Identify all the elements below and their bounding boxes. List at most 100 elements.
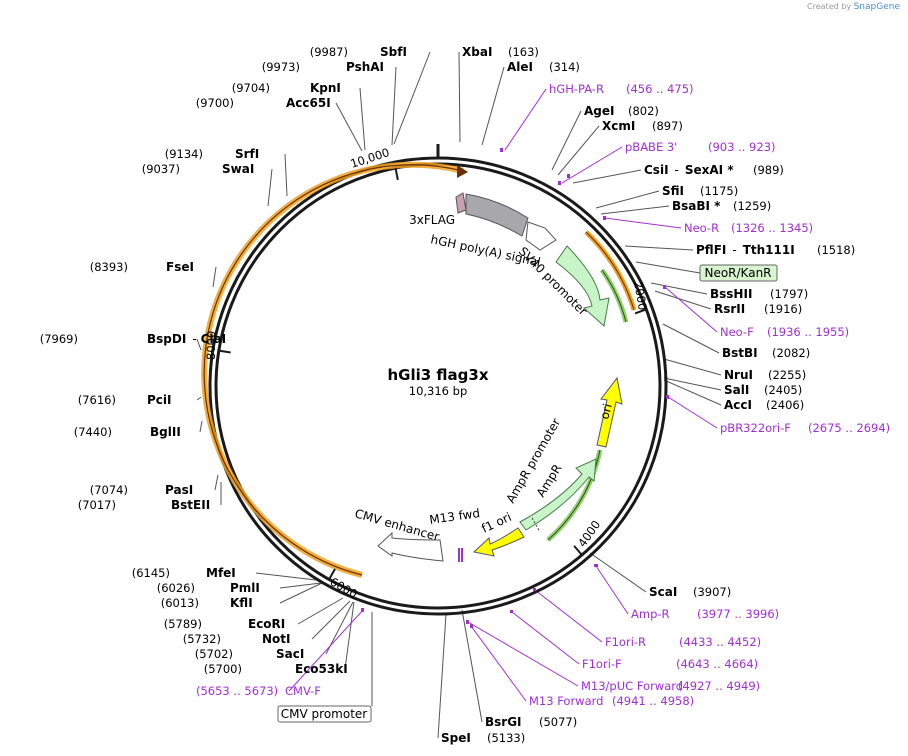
primer-label[interactable]: Neo-R (684, 221, 719, 235)
enzyme-site[interactable]: BsaBI * (672, 199, 721, 213)
enzyme-position: (1916) (764, 302, 802, 316)
enzyme-position: (1259) (733, 199, 771, 213)
flag-label: 3xFLAG (409, 213, 455, 227)
neor-green-core (601, 269, 627, 323)
enzyme-site[interactable]: FseI (166, 260, 194, 274)
enzyme-site[interactable]: NruI (724, 368, 753, 382)
plasmid-length: 10,316 bp (409, 384, 468, 398)
enzyme-site[interactable]: SfiI (662, 184, 684, 198)
gli3-orf-arrowhead (457, 165, 468, 178)
ruler-tick-label: 2000 (631, 280, 650, 311)
enzyme-site[interactable]: PmlI (230, 581, 260, 595)
enzyme-site[interactable]: MfeI (206, 566, 236, 580)
enzyme-site[interactable]: PshAI (346, 60, 384, 74)
ruler-tick-label: 8000 (204, 331, 218, 360)
enzyme-site[interactable]: CsiI-SexAI * (644, 163, 734, 177)
primer-range: (4433 .. 4452) (679, 635, 761, 649)
primer-range: (4941 .. 4958) (612, 694, 694, 708)
enzyme-site[interactable]: PasI (165, 483, 193, 497)
enzyme-site[interactable]: BstBI (722, 346, 758, 360)
plasmid-name: hGli3 flag3x (387, 366, 488, 384)
enzyme-site[interactable]: SacI (276, 647, 304, 661)
enzyme-site[interactable]: SbfI (380, 45, 407, 59)
enzyme-site[interactable]: XcmI (602, 119, 635, 133)
enzyme-site[interactable]: SpeI (441, 731, 471, 745)
primer-range: (903 .. 923) (708, 140, 776, 154)
ruler-tick-label: 6000 (328, 574, 360, 601)
enzyme-site[interactable]: BglII (150, 425, 181, 439)
primer-label[interactable]: M13/pUC Forward (581, 679, 683, 693)
snapgene-credit: Created by SnapGene (807, 2, 900, 12)
enzyme-site[interactable]: SalI (724, 383, 749, 397)
enzyme-position: (163) (508, 45, 539, 59)
enzyme-site[interactable]: AccI (724, 398, 752, 412)
enzyme-position: (9987) (310, 45, 348, 59)
primer-label[interactable]: hGH-PA-R (549, 82, 604, 96)
annotation-labels: XbaI(163)AleI(314)AgeI(802)XcmI(897)CsiI… (40, 45, 890, 745)
enzyme-site[interactable]: KflI (230, 596, 253, 610)
enzyme-position: (5700) (204, 662, 242, 676)
enzyme-position: (6026) (157, 581, 195, 595)
ori-feature[interactable] (596, 376, 623, 448)
ruler-tick (394, 167, 399, 181)
neor-box[interactable]: NeoR/KanR (699, 264, 778, 282)
credit-prefix: Created by (807, 2, 852, 11)
enzyme-site[interactable]: EcoRI (248, 617, 285, 631)
primer-label[interactable]: pBR322ori-F (720, 421, 791, 435)
enzyme-position: (6145) (132, 566, 170, 580)
enzyme-site[interactable]: XbaI (462, 45, 492, 59)
primer-label[interactable]: Neo-F (720, 325, 754, 339)
f1-ori-feature[interactable] (472, 527, 525, 557)
cmv-enhancer-feature[interactable] (377, 531, 444, 562)
neor-orf-core (585, 231, 635, 311)
enzyme-site[interactable]: BsrGI (485, 715, 522, 729)
enzyme-site[interactable]: SrfI (235, 147, 259, 161)
primer-range: (5653 .. 5673) (196, 684, 278, 698)
enzyme-position: (989) (753, 163, 784, 177)
neor-box-label: NeoR/KanR (704, 266, 771, 280)
primer-range: (4927 .. 4949) (678, 679, 760, 693)
enzyme-position: (6013) (161, 596, 199, 610)
enzyme-position: (5702) (195, 647, 233, 661)
enzyme-site[interactable]: BssHII (710, 287, 752, 301)
hgh-polya-feature[interactable] (465, 193, 529, 237)
ruler-tick (328, 568, 336, 580)
cmv-promoter-box[interactable]: CMV promoter (277, 705, 372, 723)
primer-label[interactable]: Amp-R (631, 607, 670, 621)
enzyme-site[interactable]: KpnI (310, 81, 341, 95)
enzyme-position: (897) (652, 119, 683, 133)
primer-label[interactable]: pBABE 3' (625, 140, 677, 154)
enzyme-site[interactable]: PflFI-Tth111I (696, 243, 795, 257)
enzyme-position: (9973) (262, 60, 300, 74)
enzyme-site[interactable]: AleI (507, 60, 533, 74)
primer-range: (3977 .. 3996) (697, 607, 779, 621)
enzyme-position: (9037) (142, 162, 180, 176)
ampr-promoter-feature[interactable] (519, 458, 597, 533)
enzyme-site[interactable]: RsrII (714, 302, 745, 316)
enzyme-position: (2405) (764, 383, 802, 397)
primer-label[interactable]: F1ori-R (605, 635, 646, 649)
hgh-terminator-outline (525, 221, 557, 251)
enzyme-site[interactable]: Acc65I (286, 96, 331, 110)
m13fwd-label: M13 fwd (428, 506, 480, 527)
enzyme-site[interactable]: ScaI (649, 585, 677, 599)
enzyme-site[interactable]: SwaI (222, 162, 254, 176)
enzyme-site[interactable]: Eco53kI (295, 662, 348, 676)
ruler-tick (218, 349, 231, 354)
enzyme-site[interactable]: BstEII (171, 498, 210, 512)
enzyme-position: (7440) (74, 425, 112, 439)
enzyme-position: (9704) (232, 81, 270, 95)
flag-feature[interactable] (455, 192, 467, 214)
enzyme-site[interactable]: BspDI-ClaI (147, 332, 226, 346)
primer-range: (2675 .. 2694) (808, 421, 890, 435)
enzyme-site[interactable]: NotI (262, 632, 291, 646)
enzyme-site[interactable]: PciI (147, 393, 172, 407)
sv40-promoter-feature[interactable] (555, 245, 610, 327)
primer-label[interactable]: M13 Forward (529, 694, 603, 708)
ruler-tick-label: 4000 (575, 518, 603, 550)
enzyme-position: (7017) (78, 498, 116, 512)
primer-label[interactable]: F1ori-F (582, 657, 622, 671)
primer-label[interactable]: CMV-F (285, 684, 321, 698)
enzyme-site[interactable]: AgeI (584, 104, 614, 118)
enzyme-position: (314) (549, 60, 580, 74)
